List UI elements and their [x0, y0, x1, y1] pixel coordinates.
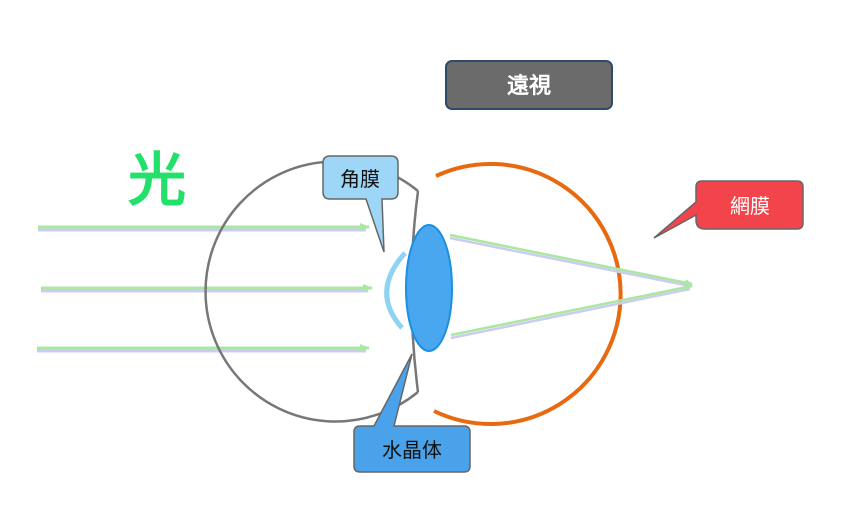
retina-label: 網膜	[730, 194, 770, 218]
crystalline-lens	[405, 224, 453, 352]
cornea-label: 角膜	[340, 167, 380, 191]
refracted-ray-top	[449, 233, 693, 287]
retina-outline	[433, 161, 623, 426]
title-text: 遠視	[507, 73, 551, 99]
refracted-ray-shadow-top	[449, 236, 691, 288]
lens-label: 水晶体	[382, 438, 442, 462]
title-box: 遠視	[445, 60, 613, 110]
cornea-arc	[384, 251, 407, 330]
retina-callout: 網膜	[653, 180, 804, 239]
refracted-ray-shadow-bottom	[450, 287, 691, 340]
refracted-ray-bottom	[450, 283, 693, 337]
light-label: 光	[128, 146, 186, 214]
cornea-callout: 角膜	[322, 155, 399, 253]
lens-callout: 水晶体	[353, 353, 471, 473]
